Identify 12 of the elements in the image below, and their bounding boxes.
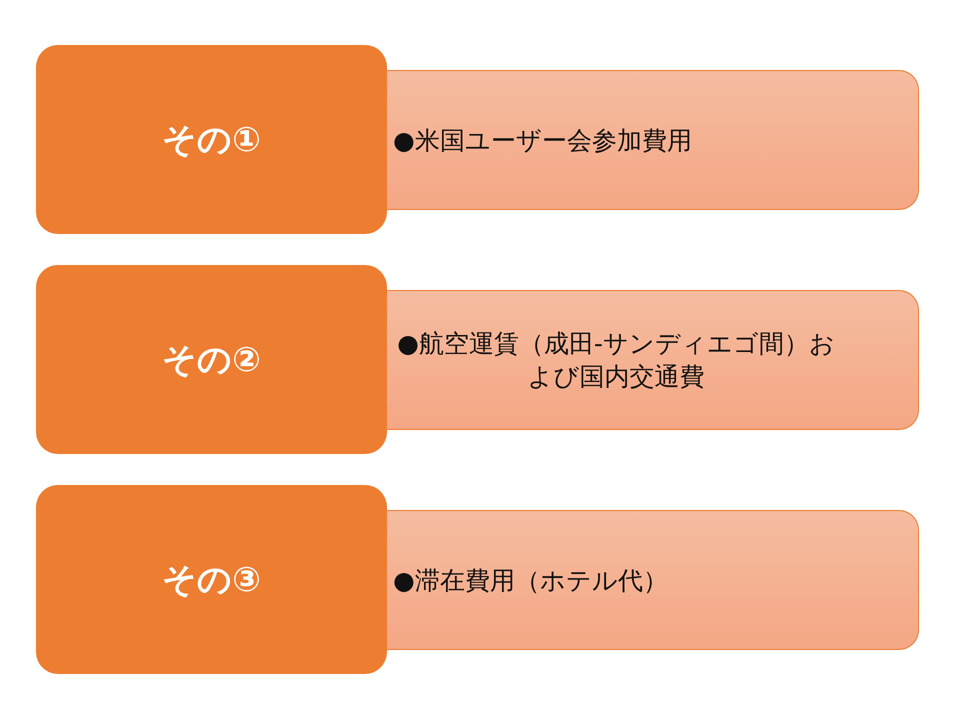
heading-box [36, 485, 387, 674]
content-box [387, 290, 919, 430]
item-text: ●滞在費用（ホテル代） [393, 564, 668, 596]
item-text: ●航空運賃（成田-サンディエゴ間）および国内交通費 [396, 328, 836, 393]
heading-text: その② [162, 338, 261, 382]
content-box [387, 70, 919, 210]
heading-text: その① [162, 118, 261, 162]
item-text: ●米国ユーザー会参加費用 [393, 124, 692, 156]
heading-text: その③ [162, 558, 261, 602]
content-box [387, 510, 919, 650]
heading-box [36, 45, 387, 234]
heading-box [36, 265, 387, 454]
